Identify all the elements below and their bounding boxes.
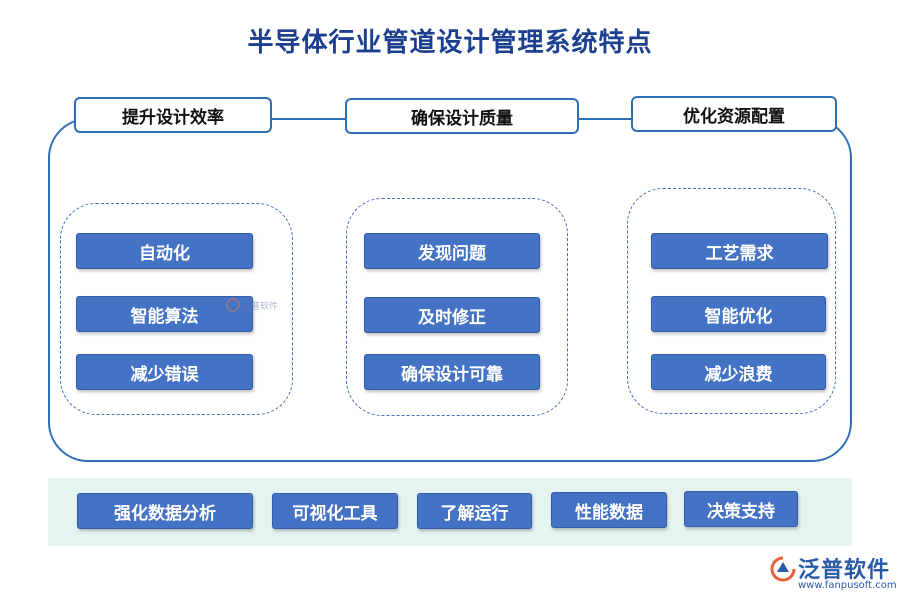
pill-automation: 自动化 [76,233,253,269]
header-quality: 确保设计质量 [345,98,579,134]
pill-smart-optimize: 智能优化 [651,296,826,332]
brand-logo-icon [770,556,796,582]
pill-find-issues: 发现问题 [364,233,540,269]
pill-process-needs: 工艺需求 [651,233,828,269]
header-resources: 优化资源配置 [631,96,837,132]
watermark-logo-icon [226,298,240,312]
pill-timely-fix: 及时修正 [364,297,540,333]
brand-name: 泛普软件 [798,558,891,583]
pill-smart-algorithm: 智能算法 [76,296,253,332]
pill-data-analysis: 强化数据分析 [77,493,253,529]
header-efficiency: 提升设计效率 [74,97,272,133]
pill-visual-tools: 可视化工具 [272,493,398,529]
pill-reduce-waste: 减少浪费 [651,354,826,390]
brand-logo: 泛普软件 www.fanpusoft.com [768,552,897,598]
pill-reliable-design: 确保设计可靠 [364,354,540,390]
watermark-text: 泛普软件 [242,301,279,312]
pill-reduce-errors: 减少错误 [76,354,253,390]
page-title: 半导体行业管道设计管理系统特点 [247,28,653,58]
brand-url: www.fanpusoft.com [798,580,897,591]
pill-understand-operation: 了解运行 [417,493,532,529]
pill-decision-support: 决策支持 [684,491,798,527]
pill-performance-data: 性能数据 [551,492,667,528]
watermark: 泛普软件 [226,298,278,312]
